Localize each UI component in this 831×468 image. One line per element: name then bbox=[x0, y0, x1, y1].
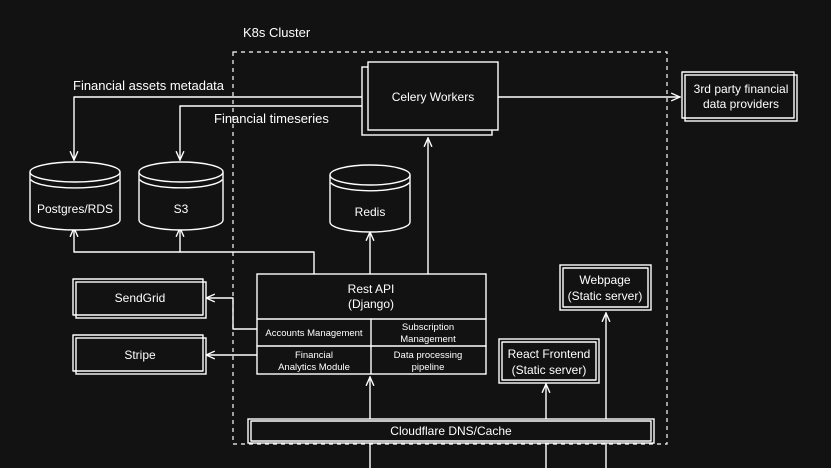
module-accounts-management: Accounts Management bbox=[265, 328, 363, 339]
react-frontend-label: React Frontend bbox=[508, 347, 591, 361]
module-pipeline-line1: Data processing bbox=[394, 350, 463, 361]
module-pipeline-line2: pipeline bbox=[412, 362, 445, 373]
edge-label-assets-metadata: Financial assets metadata bbox=[73, 78, 225, 93]
cloudflare-node: Cloudflare DNS/Cache bbox=[247, 418, 655, 444]
s3-storage-node: S3 bbox=[138, 161, 224, 231]
postgres-database-node: Postgres/RDS bbox=[29, 161, 121, 231]
react-frontend-sublabel: (Static server) bbox=[512, 363, 587, 377]
edge-celery-to-s3 bbox=[180, 105, 369, 160]
webpage-static-server-node: Webpage (Static server) bbox=[559, 264, 652, 311]
cloudflare-label: Cloudflare DNS/Cache bbox=[390, 424, 512, 438]
third-party-label-line1: 3rd party financial bbox=[694, 82, 789, 96]
rest-api-title: Rest API bbox=[348, 282, 395, 296]
webpage-label: Webpage bbox=[579, 273, 630, 287]
webpage-sublabel: (Static server) bbox=[568, 289, 643, 303]
module-subscription-line1: Subscription bbox=[402, 322, 454, 333]
k8s-cluster: K8s Cluster bbox=[232, 25, 668, 445]
celery-workers-label: Celery Workers bbox=[392, 90, 474, 104]
edge-celery-to-postgres bbox=[74, 96, 369, 160]
edge-api-to-postgres bbox=[74, 228, 315, 275]
rest-api-node: Rest API (Django) Accounts Management Su… bbox=[256, 273, 487, 375]
third-party-label-line2: data providers bbox=[703, 97, 779, 111]
celery-workers-node: Celery Workers bbox=[361, 61, 499, 136]
rest-api-subtitle: (Django) bbox=[348, 297, 394, 311]
stripe-label: Stripe bbox=[124, 348, 156, 362]
edge-api-to-sendgrid bbox=[206, 298, 258, 330]
s3-label: S3 bbox=[174, 202, 189, 216]
edge-label-timeseries: Financial timeseries bbox=[214, 111, 329, 126]
module-analytics-line1: Financial bbox=[295, 350, 333, 361]
k8s-cluster-label: K8s Cluster bbox=[243, 25, 311, 40]
redis-cache-node: Redis bbox=[329, 164, 411, 233]
react-frontend-node: React Frontend (Static server) bbox=[498, 338, 600, 384]
module-analytics-line2: Analytics Module bbox=[278, 362, 350, 373]
sendgrid-label: SendGrid bbox=[115, 291, 166, 305]
third-party-providers-node: 3rd party financial data providers bbox=[681, 71, 798, 122]
stripe-node: Stripe bbox=[72, 334, 207, 375]
module-subscription-line2: Management bbox=[400, 334, 456, 345]
postgres-label: Postgres/RDS bbox=[37, 202, 113, 216]
sendgrid-node: SendGrid bbox=[72, 278, 207, 319]
redis-label: Redis bbox=[355, 205, 386, 219]
